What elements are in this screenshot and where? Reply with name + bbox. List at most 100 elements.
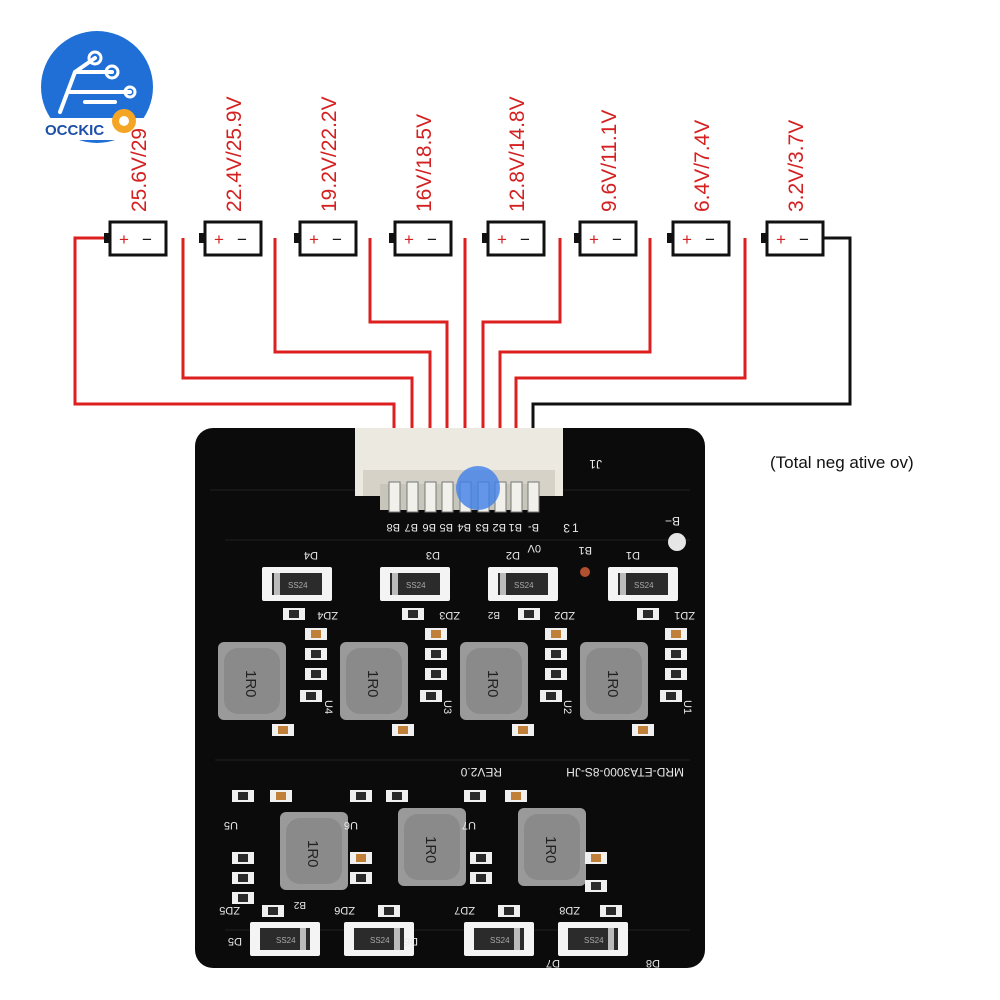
smd-part-body (671, 630, 681, 638)
smd-part-body (311, 630, 321, 638)
silk-label: D3 (426, 549, 440, 561)
cell-voltage-label: 3.2V/3.7V (785, 120, 808, 212)
smd-part-body (276, 792, 286, 800)
silk-label: ZD6 (334, 904, 355, 916)
pin-label: B3 (476, 521, 489, 533)
cell-body (203, 220, 263, 257)
smd-part-body (551, 650, 561, 658)
pin-label: B4 (458, 521, 471, 533)
inductor-marking: 1R0 (242, 670, 259, 698)
silk-label: D2 (506, 549, 520, 561)
smd-part-body (476, 874, 486, 882)
cell-minus-symbol: − (799, 230, 809, 249)
smd-part-body (238, 894, 248, 902)
silk-label: D7 (546, 957, 560, 969)
cell-voltage-label: 22.4V/25.9V (223, 96, 246, 212)
smd-part-body (470, 792, 480, 800)
power-inductor: 1R0 (460, 642, 528, 720)
cell-row: +−25.6V/29+−22.4V/25.9V+−19.2V/22.2V+−16… (104, 96, 825, 257)
silk-label: D6 (404, 935, 418, 947)
cell-voltage-label: 12.8V/14.8V (506, 96, 529, 212)
cell-2: +−22.4V/25.9V (199, 96, 263, 257)
smd-part-body (278, 726, 288, 734)
smd-part-body (384, 907, 394, 915)
cell-1: +−25.6V/29 (104, 128, 168, 257)
cell-plus-symbol: + (214, 230, 224, 249)
smd-part-body (518, 726, 528, 734)
smd-part-body (551, 670, 561, 678)
diode-marking: SS24 (370, 936, 390, 945)
connector-pin (441, 481, 454, 513)
cell-5: +−12.8V/14.8V (482, 96, 546, 257)
power-inductor: 1R0 (280, 812, 348, 890)
smd-diode: SS24 (380, 567, 450, 601)
ic-label: U4 (322, 700, 334, 714)
label-b1: B1 (579, 544, 592, 556)
cell-terminal (294, 233, 302, 243)
cell-plus-symbol: + (776, 230, 786, 249)
smd-part-body (524, 610, 534, 618)
smd-part-body (238, 874, 248, 882)
silk-label: D8 (646, 957, 660, 969)
smd-part-body (671, 670, 681, 678)
power-inductor: 1R0 (580, 642, 648, 720)
ic-label: U2 (561, 700, 573, 714)
logo-text: OCCKIC (45, 122, 104, 139)
smd-part-body (638, 726, 648, 734)
pin-label: B8 (387, 521, 400, 533)
smd-part-body (551, 630, 561, 638)
ic-label: U1 (681, 700, 693, 714)
smd-part-body (431, 670, 441, 678)
pin-num-3: 3 (563, 521, 570, 535)
cell-6: +−9.6V/11.1V (574, 110, 638, 257)
cell-8: +− 3.2V/3.7V (761, 120, 825, 257)
cell-minus-symbol: − (427, 230, 437, 249)
pin-label: B1 (509, 521, 522, 533)
smd-diode: SS24 (558, 922, 628, 956)
smd-part-body (431, 650, 441, 658)
occkic-logo: OCCKIC (40, 31, 160, 143)
smd-diode: SS24 (250, 922, 320, 956)
smd-part-body (356, 854, 366, 862)
cell-plus-symbol: + (497, 230, 507, 249)
smd-diode: SS24 (488, 567, 558, 601)
diode-marking: SS24 (406, 581, 426, 590)
cell-voltage-label: 25.6V/29 (128, 128, 151, 212)
smd-part-body (356, 792, 366, 800)
blue-led-glow (456, 466, 500, 510)
cell-body (578, 220, 638, 257)
label-b-minus: B− (665, 514, 680, 528)
cell-terminal (667, 233, 675, 243)
smd-part-body (426, 692, 436, 700)
inductor-marking: 1R0 (484, 670, 501, 698)
silk-label: ZD2 (554, 609, 575, 621)
cell-plus-symbol: + (309, 230, 319, 249)
diode-marking: SS24 (276, 936, 296, 945)
cell-7: +−6.4V/7.4V (667, 120, 731, 257)
label-0v: 0V (527, 542, 541, 554)
smd-diode: SS24 (344, 922, 414, 956)
smd-part-body (606, 907, 616, 915)
connector-pin (388, 481, 401, 513)
pin-label: B- (528, 521, 539, 533)
label-model: MRD-ETA3000-8S-JH (566, 765, 684, 779)
smd-part-body (643, 610, 653, 618)
connector-pin (406, 481, 419, 513)
cell-terminal (389, 233, 397, 243)
label-j1: J1 (589, 457, 602, 471)
smd-part-body (666, 692, 676, 700)
cell-3: +−19.2V/22.2V (294, 96, 358, 257)
silk-label: U6 (344, 819, 358, 831)
wire-b5 (368, 238, 449, 478)
smd-part-body (431, 630, 441, 638)
smd-part-body (306, 692, 316, 700)
silk-label: ZD4 (317, 609, 338, 621)
power-inductor: 1R0 (398, 808, 466, 886)
diode-marking: SS24 (514, 581, 534, 590)
cell-terminal (199, 233, 207, 243)
cell-voltage-label: 9.6V/11.1V (598, 110, 621, 212)
label-b2-bottom: B2 (293, 899, 306, 910)
